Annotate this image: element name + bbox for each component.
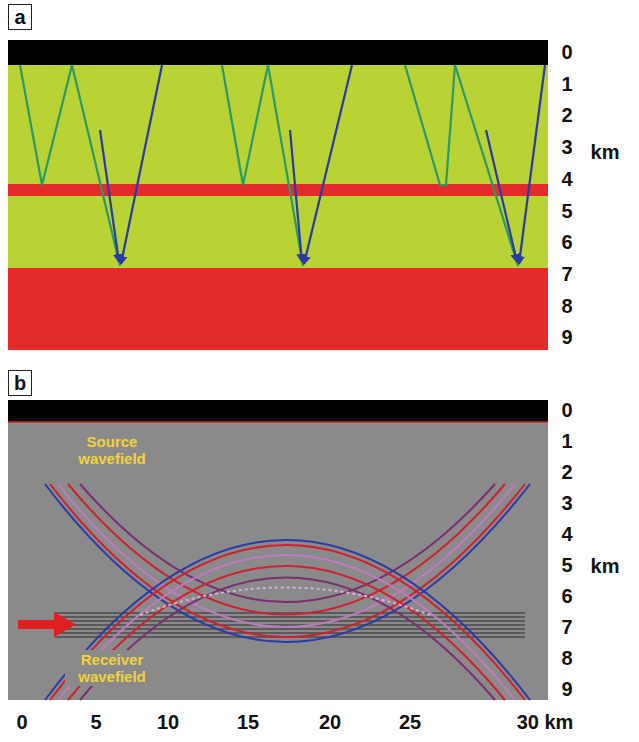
- depth-tick: 2: [561, 105, 572, 125]
- x-axis-tick: 20: [319, 712, 341, 732]
- panel-letter: b: [14, 373, 26, 393]
- wavefronts: [45, 484, 530, 700]
- depth-tick: 7: [561, 617, 572, 637]
- depth-tick: 7: [561, 264, 572, 284]
- depth-tick: 5: [561, 201, 572, 221]
- depth-tick: 3: [561, 493, 572, 513]
- red-arrow: [18, 612, 76, 637]
- x-axis-tick: 15: [237, 712, 259, 732]
- wavefield-label: Receiver wavefield: [65, 650, 159, 687]
- depth-tick: 0: [561, 42, 572, 62]
- wavefield-panel: [8, 400, 548, 700]
- depth-tick: 0: [561, 400, 572, 420]
- axis-unit: km: [591, 556, 620, 576]
- axis-unit: km: [591, 142, 620, 162]
- panel-label-box: a: [8, 4, 32, 30]
- x-axis-tick: 10: [157, 712, 179, 732]
- depth-tick: 3: [561, 137, 572, 157]
- x-axis-tick: 30 km: [517, 712, 574, 732]
- depth-tick: 9: [561, 679, 572, 699]
- depth-tick: 2: [561, 462, 572, 482]
- depth-tick: 8: [561, 296, 572, 316]
- depth-tick: 8: [561, 648, 572, 668]
- depth-tick: 1: [561, 431, 572, 451]
- panel-label-box: b: [8, 370, 32, 396]
- depth-tick: 1: [561, 74, 572, 94]
- wavefield-label: Source wavefield: [65, 432, 159, 469]
- depth-tick: 6: [561, 586, 572, 606]
- depth-tick: 9: [561, 327, 572, 347]
- panel-letter: a: [14, 7, 25, 27]
- x-axis-tick: 5: [90, 712, 101, 732]
- depth-tick: 6: [561, 232, 572, 252]
- depth-tick: 4: [561, 169, 572, 189]
- depth-tick: 5: [561, 555, 572, 575]
- ray-paths: [20, 65, 545, 266]
- x-axis-tick: 25: [399, 712, 421, 732]
- velocity-model: [8, 40, 548, 350]
- depth-tick: 4: [561, 524, 572, 544]
- x-axis-tick: 0: [16, 712, 27, 732]
